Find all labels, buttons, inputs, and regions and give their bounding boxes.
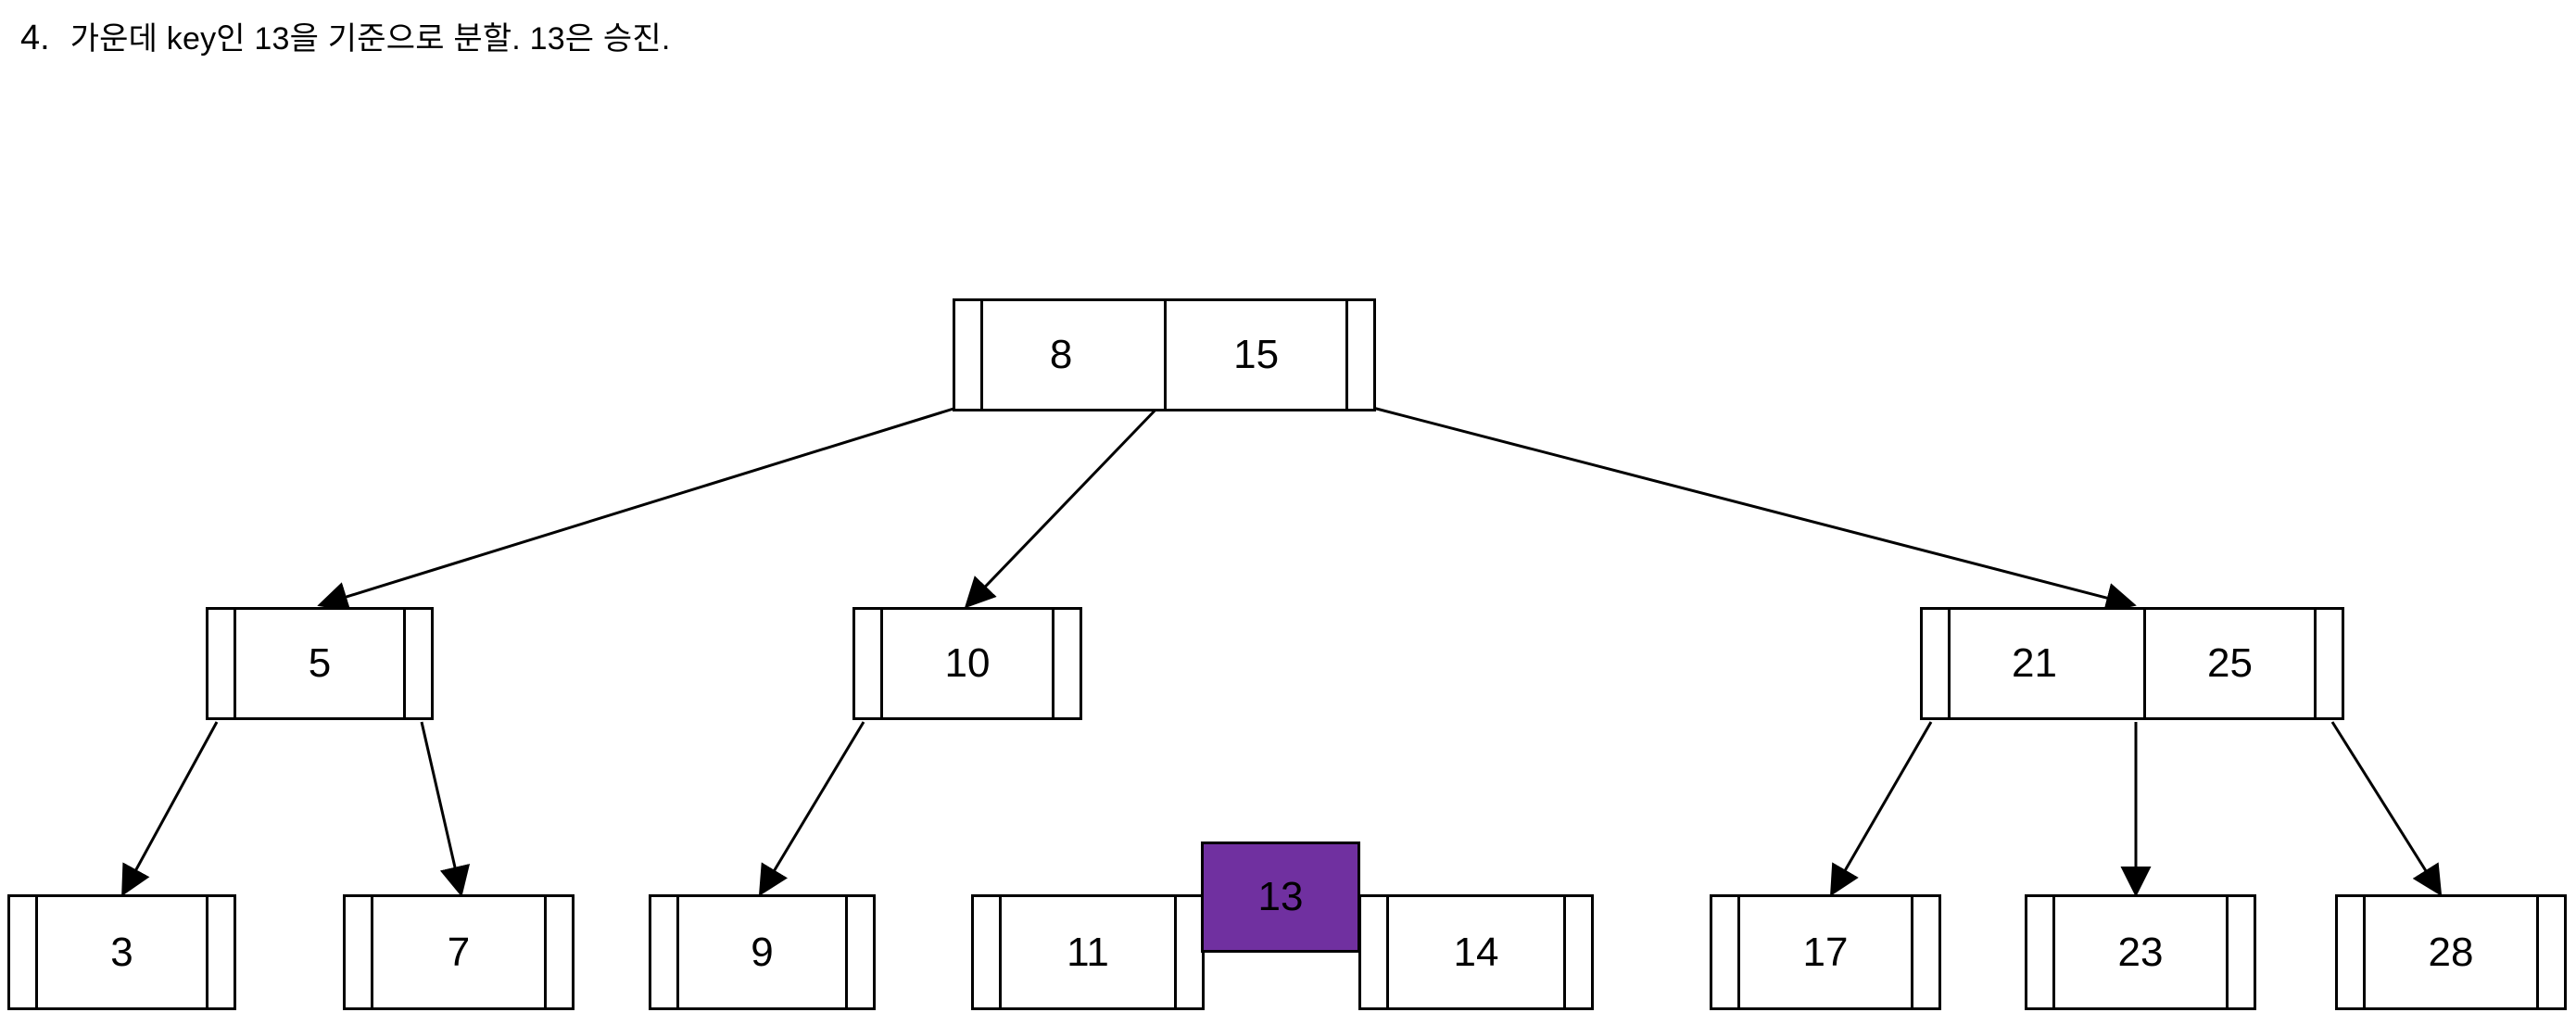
promoted-key-13[interactable]: 13 <box>1201 842 1360 953</box>
leaf-9-pointer-0[interactable] <box>651 897 679 1007</box>
leaf-7-key-7[interactable]: 7 <box>447 929 471 975</box>
edge-10-to-9 <box>758 721 865 897</box>
leaf-14-key-14[interactable]: 14 <box>1453 929 1499 975</box>
node-21-25-key-21[interactable]: 21 <box>2012 640 2057 686</box>
edge-root-to-21-25 <box>1361 403 2137 614</box>
leaf-14-pointer-0[interactable] <box>1361 897 1389 1007</box>
root-pointer-0[interactable] <box>955 301 983 409</box>
leaf-node-17[interactable]: 17 <box>1710 894 1941 1010</box>
leaf-17-key-17[interactable]: 17 <box>1802 929 1849 975</box>
node-21-25-pointer-1[interactable] <box>2118 610 2146 717</box>
leaf-23-pointer-1[interactable] <box>2226 897 2254 1007</box>
edge-21-25-to-28 <box>2330 721 2443 897</box>
leaf-9-key-9[interactable]: 9 <box>751 929 774 975</box>
leaf-node-28[interactable]: 28 <box>2335 894 2567 1010</box>
slide-heading: 4. 가운데 key인 13을 기준으로 분할. 13은 승진. <box>20 20 671 56</box>
leaf-11-pointer-1[interactable] <box>1174 897 1202 1007</box>
node-21-25-key-25[interactable]: 25 <box>2207 640 2253 686</box>
node-21-25-pointer-2[interactable] <box>2314 610 2342 717</box>
leaf-11-pointer-0[interactable] <box>974 897 1002 1007</box>
node-10-pointer-0[interactable] <box>855 610 883 717</box>
edge-root-to-5 <box>317 403 966 612</box>
leaf-7-pointer-1[interactable] <box>544 897 572 1007</box>
leaf-3-pointer-0[interactable] <box>10 897 38 1007</box>
internal-node-10[interactable]: 10 <box>852 607 1082 720</box>
root-node[interactable]: 8 15 <box>953 298 1376 411</box>
leaf-28-key-28[interactable]: 28 <box>2428 929 2474 975</box>
leaf-23-key-23[interactable]: 23 <box>2117 929 2164 975</box>
edge-root-to-10 <box>964 403 1162 609</box>
node-5-pointer-1[interactable] <box>403 610 431 717</box>
leaf-17-pointer-0[interactable] <box>1712 897 1740 1007</box>
leaf-node-3[interactable]: 3 <box>7 894 236 1010</box>
node-10-pointer-1[interactable] <box>1052 610 1080 717</box>
root-pointer-1[interactable] <box>1139 301 1168 409</box>
leaf-28-pointer-1[interactable] <box>2536 897 2564 1007</box>
leaf-3-key-3[interactable]: 3 <box>110 929 133 975</box>
root-key-15[interactable]: 15 <box>1233 332 1280 377</box>
heading-text: 가운데 key인 13을 기준으로 분할. 13은 승진. <box>69 21 671 57</box>
leaf-node-9[interactable]: 9 <box>649 894 876 1010</box>
leaf-14-pointer-1[interactable] <box>1563 897 1591 1007</box>
edge-21-25-to-17 <box>1829 721 1933 897</box>
internal-node-5[interactable]: 5 <box>206 607 434 720</box>
leaf-23-pointer-0[interactable] <box>2027 897 2055 1007</box>
promoted-key-label: 13 <box>1257 874 1304 919</box>
leaf-17-pointer-1[interactable] <box>1911 897 1938 1007</box>
edge-5-to-7 <box>420 721 471 897</box>
node-21-25-pointer-0[interactable] <box>1923 610 1951 717</box>
leaf-node-7[interactable]: 7 <box>343 894 575 1010</box>
leaf-9-pointer-1[interactable] <box>845 897 873 1007</box>
leaf-28-pointer-0[interactable] <box>2338 897 2366 1007</box>
edge-5-to-3 <box>121 721 219 897</box>
internal-node-21-25[interactable]: 21 25 <box>1920 607 2344 720</box>
leaf-node-23[interactable]: 23 <box>2025 894 2256 1010</box>
heading-number: 4. <box>20 19 50 57</box>
leaf-node-14[interactable]: 14 <box>1358 894 1594 1010</box>
leaf-3-pointer-1[interactable] <box>206 897 234 1007</box>
leaf-11-key-11[interactable]: 11 <box>1067 929 1109 975</box>
leaf-7-pointer-0[interactable] <box>346 897 373 1007</box>
root-pointer-2[interactable] <box>1345 301 1373 409</box>
node-10-key-10[interactable]: 10 <box>944 640 991 686</box>
root-key-8[interactable]: 8 <box>1049 332 1073 377</box>
node-5-pointer-0[interactable] <box>208 610 236 717</box>
node-5-key-5[interactable]: 5 <box>308 640 332 686</box>
leaf-node-11[interactable]: 11 <box>971 894 1205 1010</box>
